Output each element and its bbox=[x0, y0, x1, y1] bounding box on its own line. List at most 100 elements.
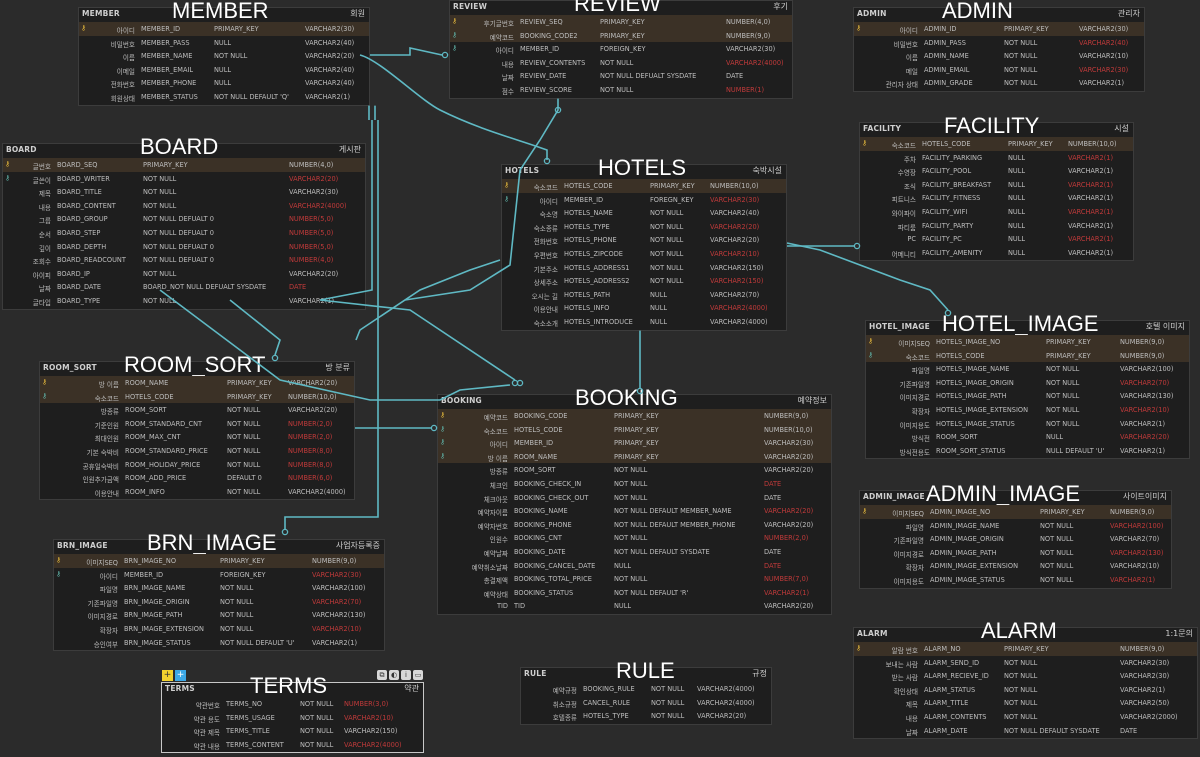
trash-icon[interactable]: ▭ bbox=[413, 670, 423, 680]
plus-icon[interactable]: + bbox=[162, 670, 173, 681]
copy-icon[interactable]: ⧉ bbox=[377, 670, 387, 680]
info-icon[interactable]: i bbox=[401, 670, 411, 680]
palette-icon[interactable]: ◐ bbox=[389, 670, 399, 680]
plus-icon[interactable]: + bbox=[175, 670, 186, 681]
